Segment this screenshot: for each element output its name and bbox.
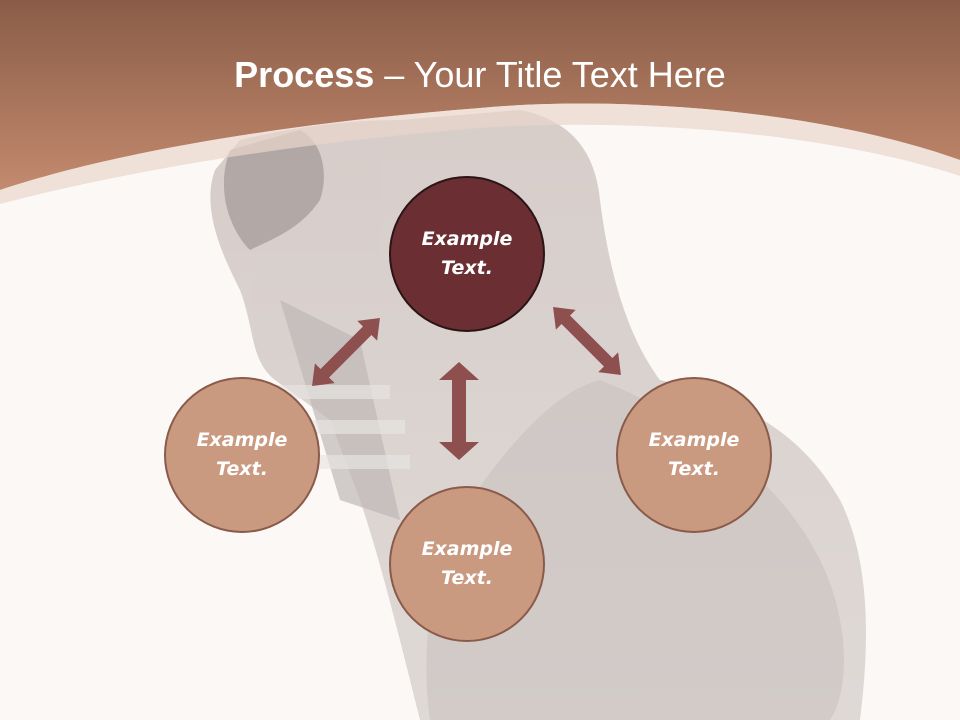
process-node-right: Example Text. (616, 377, 772, 533)
process-node-center: Example Text. (389, 176, 545, 332)
header-band (0, 0, 960, 190)
double-arrow-center-bottom (439, 362, 479, 460)
double-arrow-center-right (553, 307, 621, 375)
process-node-left-label: Example Text. (196, 429, 288, 480)
arrows (312, 307, 621, 460)
process-node-left: Example Text. (164, 377, 320, 533)
process-node-center-label: Example Text. (421, 228, 513, 279)
title-bold: Process (234, 54, 375, 95)
page-title: Process – Your Title Text Here (0, 52, 960, 98)
process-node-right-label: Example Text. (648, 429, 740, 480)
header-wave-highlight (0, 103, 960, 204)
process-node-bottom: Example Text. (389, 486, 545, 642)
title-rest: – Your Title Text Here (374, 54, 726, 95)
double-arrow-center-left (312, 318, 380, 386)
process-node-bottom-label: Example Text. (421, 538, 513, 589)
